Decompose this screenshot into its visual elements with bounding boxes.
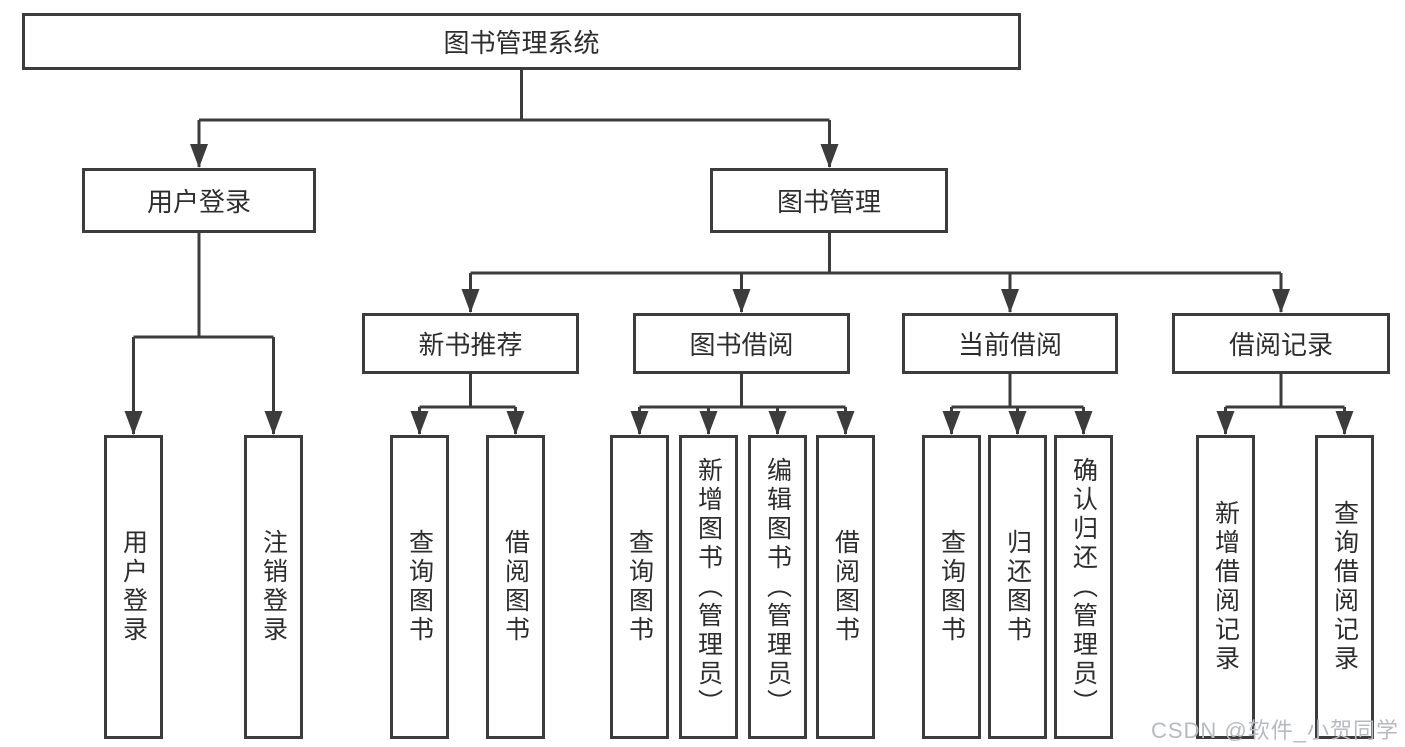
node-label: 借阅记录 (1228, 330, 1333, 360)
leaf-add-books-admin: 新增图书（管理员） (679, 435, 738, 739)
leaf-return-books: 归还图书 (988, 435, 1047, 739)
leaf-query-borrow-record: 查询借阅记录 (1315, 435, 1374, 739)
leaf-user-login: 用户登录 (104, 435, 163, 739)
node-new-book-recommendation: 新书推荐 (362, 313, 579, 374)
leaf-label: 借阅图书 (501, 529, 530, 645)
leaf-label: 查询图书 (937, 529, 966, 645)
leaf-label: 新增借阅记录 (1211, 500, 1240, 674)
leaf-label: 注销登录 (259, 529, 288, 645)
leaf-label: 用户登录 (119, 529, 148, 645)
connector-lines (133, 69, 1345, 409)
node-borrowing-records: 借阅记录 (1172, 313, 1390, 374)
leaf-label: 归还图书 (1003, 529, 1032, 645)
leaf-confirm-return-admin: 确认归还（管理员） (1054, 435, 1113, 739)
leaf-label: 查询图书 (625, 529, 654, 645)
leaf-edit-books-admin: 编辑图书（管理员） (748, 435, 807, 739)
leaf-label: 借阅图书 (831, 529, 860, 645)
leaf-query-books-current: 查询图书 (922, 435, 981, 739)
node-label: 当前借阅 (957, 330, 1062, 360)
node-current-borrowing: 当前借阅 (902, 313, 1118, 374)
node-label: 新书推荐 (418, 330, 523, 360)
node-label: 图书借阅 (689, 330, 794, 360)
node-book-borrowing: 图书借阅 (633, 313, 850, 374)
node-label: 用户登录 (146, 187, 251, 217)
leaf-label: 查询借阅记录 (1330, 500, 1359, 674)
leaf-label: 确认归还（管理员） (1069, 456, 1098, 718)
node-label: 图书管理系统 (443, 28, 600, 58)
leaf-label: 查询图书 (405, 529, 434, 645)
leaf-borrow-books-recommendation: 借阅图书 (486, 435, 545, 739)
node-library-management-system: 图书管理系统 (22, 13, 1021, 70)
arrowheads (124, 120, 1354, 435)
leaf-logout: 注销登录 (244, 435, 303, 739)
leaf-query-books-recommendation: 查询图书 (390, 435, 449, 739)
leaf-label: 编辑图书（管理员） (763, 456, 792, 718)
leaf-label: 新增图书（管理员） (694, 456, 723, 718)
node-label: 图书管理 (776, 187, 881, 217)
node-book-management: 图书管理 (710, 168, 948, 233)
leaf-add-borrow-record: 新增借阅记录 (1196, 435, 1255, 739)
leaf-borrow-books: 借阅图书 (816, 435, 875, 739)
node-user-login: 用户登录 (82, 168, 316, 233)
csdn-watermark: CSDN @软件_小贺同学 (1150, 718, 1399, 743)
leaf-query-books-borrowing: 查询图书 (610, 435, 669, 739)
